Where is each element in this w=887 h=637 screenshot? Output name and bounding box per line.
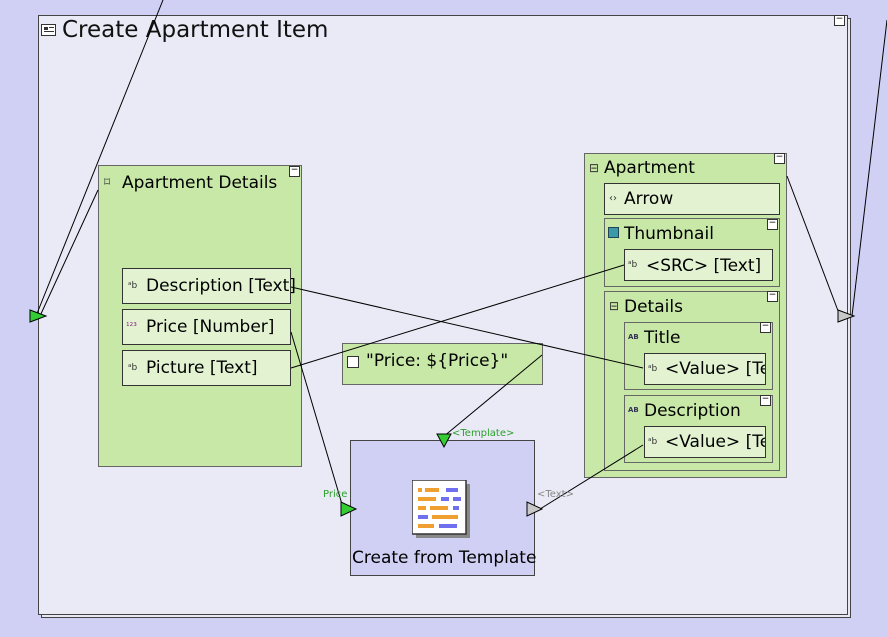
apartment-details-collapse-button[interactable]: − — [289, 165, 300, 177]
thumbnail-title: Thumbnail — [624, 224, 714, 244]
arrow-field-label: Arrow — [624, 189, 674, 209]
outer-collapse-button[interactable]: − — [834, 14, 845, 26]
text-type-icon: ᵃb — [128, 281, 138, 291]
apartment-collapse-button[interactable]: − — [774, 152, 785, 164]
apartment-details-title: Apartment Details — [122, 173, 278, 193]
string-icon: AB — [628, 333, 639, 341]
field-picture-label: Picture [Text] — [146, 358, 258, 378]
wire-text-to-description-value — [539, 444, 644, 510]
wire-left-pin-to-source — [39, 189, 99, 317]
list-icon: ⊟ — [609, 299, 620, 313]
details-title: Details — [624, 297, 683, 317]
field-price[interactable] — [122, 309, 291, 345]
title-value-label: <Value> [Te — [665, 359, 765, 379]
wire-description-to-title-value — [290, 286, 644, 369]
arrow-field[interactable] — [604, 183, 780, 215]
thumbnail-collapse-button[interactable]: − — [767, 218, 778, 230]
title-group-title: Title — [644, 328, 681, 348]
wire-apartment-to-right-pin — [786, 175, 841, 317]
thumbnail-src-label: <SRC> [Text] — [646, 256, 762, 276]
title-value-field[interactable] — [644, 353, 766, 385]
text-type-icon: ᵃb — [648, 437, 658, 447]
wire-right-pin-to-top — [851, 19, 887, 317]
field-description[interactable] — [122, 268, 291, 304]
constant-icon — [347, 356, 359, 368]
right-output-pin — [837, 309, 856, 323]
outer-container-icon — [41, 24, 56, 36]
template-icon — [411, 479, 472, 540]
template-pin — [436, 433, 452, 449]
title-group-collapse-button[interactable]: − — [760, 321, 771, 333]
price-constant-node[interactable] — [342, 343, 543, 385]
left-input-pin — [29, 309, 48, 323]
text-type-icon: ᵃb — [128, 363, 138, 373]
details-collapse-button[interactable]: − — [767, 290, 778, 302]
string-icon: AB — [628, 406, 639, 414]
price-pin — [340, 501, 358, 517]
text-type-icon: ᵃb — [628, 260, 638, 270]
diagram-title: Create Apartment Item — [62, 17, 329, 43]
wire-top-to-left-pin — [35, 0, 164, 317]
wire-constant-to-template — [442, 354, 543, 438]
text-pin-label: <Text> — [537, 489, 574, 500]
template-pin-label: <Template> — [452, 428, 515, 439]
description-group-title: Description — [644, 401, 741, 421]
wire-price-to-function-price — [290, 331, 345, 512]
text-type-icon: ᵃb — [648, 364, 658, 374]
price-constant-label: "Price: ${Price}" — [366, 351, 509, 371]
field-description-label: Description [Text] — [146, 276, 296, 296]
wire-picture-to-thumbnail-src — [290, 264, 625, 369]
description-group-collapse-button[interactable]: − — [760, 394, 771, 406]
code-icon: ‹› — [609, 193, 617, 204]
field-picture[interactable] — [122, 350, 291, 386]
description-value-label: <Value> [Te — [665, 432, 765, 452]
description-value-field[interactable] — [644, 426, 766, 458]
number-type-icon: ¹²³ — [126, 322, 137, 332]
apartment-title: Apartment — [604, 158, 695, 178]
thumbnail-src-field[interactable] — [624, 249, 773, 281]
list-icon: ⊟ — [589, 161, 600, 175]
price-pin-label: Price — [323, 489, 348, 500]
field-price-label: Price [Number] — [146, 317, 275, 337]
create-from-template-title: Create from Template — [352, 548, 537, 568]
image-icon — [608, 227, 619, 238]
record-icon: ⌑ — [104, 175, 111, 189]
text-pin — [526, 501, 544, 517]
